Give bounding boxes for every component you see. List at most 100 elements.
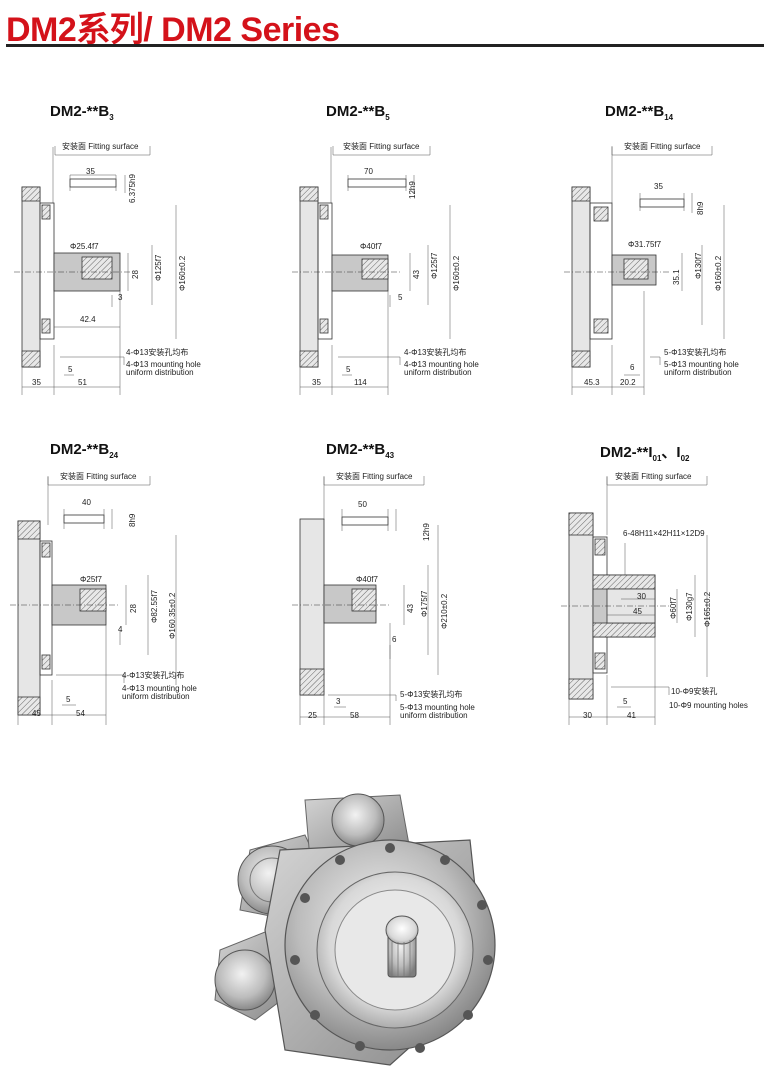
dim-overall: 41	[627, 711, 636, 720]
dim-bolt-circle: Φ160±0.2	[452, 255, 461, 291]
drawing-title: DM2-**B14	[605, 103, 674, 122]
dim-key-length: 70	[364, 167, 373, 176]
dim-step: 5	[346, 365, 351, 374]
uniform-distribution-en: uniform distribution	[126, 368, 194, 377]
dim-pilot-dia: Φ175f7	[420, 590, 429, 617]
dim-pilot-dia: Φ125f7	[430, 252, 439, 279]
dim-bore-dia: Φ60f7	[669, 597, 678, 619]
dim-shaft-dia: Φ25.4f7	[70, 242, 99, 251]
dim-chamfer: 4	[118, 625, 123, 634]
dim-flange-thickness: 35	[312, 378, 321, 387]
drawing-b14-svg	[564, 146, 725, 395]
dim-key-width: 12h9	[422, 523, 431, 541]
mounting-hole-cn: 10-Φ9安装孔	[671, 687, 718, 696]
dim-step: 6	[630, 363, 635, 372]
drawing-b14: DM2-**B14 安装面 Fitting surface 35 8h9 Φ31…	[550, 95, 778, 395]
uniform-distribution-en: uniform distribution	[400, 711, 468, 720]
dim-overall: 51	[78, 378, 87, 387]
drawing-title: DM2-**B43	[326, 441, 395, 460]
dim-shaft-dia: Φ31.75f7	[628, 240, 662, 249]
dim-shaft-dia: Φ25f7	[80, 575, 102, 584]
dim-key-width: 6.375h9	[128, 174, 137, 203]
dim-flange-thickness: 45	[32, 709, 41, 718]
dim-shaft-dia: Φ40f7	[360, 242, 382, 251]
fitting-surface-label: 安装面 Fitting surface	[62, 142, 139, 151]
drawing-b43-svg	[292, 476, 439, 725]
dim-spline-depth: 30	[637, 592, 646, 601]
dim-flange-thickness: 30	[583, 711, 592, 720]
dim-key-width: 8h9	[128, 513, 137, 527]
mounting-hole-en: 4-Φ13 mounting hole	[126, 360, 201, 369]
dim-chamfer: 3	[118, 293, 123, 302]
dim-pilot-dia: Φ125f7	[154, 254, 163, 281]
fitting-surface-label: 安装面 Fitting surface	[615, 472, 692, 481]
mounting-hole-cn: 4-Φ13安装孔均布	[122, 671, 185, 680]
mounting-hole-en: 5-Φ13 mounting hole	[400, 703, 475, 712]
dim-key-height: 43	[412, 270, 421, 279]
drawing-title: DM2-**B5	[326, 103, 390, 122]
dim-flange-thickness: 25	[308, 711, 317, 720]
drawing-title: DM2-**I01、I02	[600, 444, 690, 463]
dim-shaft-length: 42.4	[80, 315, 96, 324]
dim-bolt-circle: Φ160.35±0.2	[168, 592, 177, 639]
dim-flange-thickness: 45.3	[584, 378, 600, 387]
hydraulic-motor-illustration	[214, 793, 496, 1066]
fitting-surface-label: 安装面 Fitting surface	[60, 472, 137, 481]
dim-key-height: 35.1	[672, 269, 681, 285]
dim-step: 5	[68, 365, 73, 374]
drawing-b24: DM2-**B24 安装面 Fitting surface 40 8h9 Φ25…	[0, 425, 250, 725]
title-rule	[6, 44, 764, 47]
page-title: DM2系列/ DM2 Series	[6, 11, 340, 49]
dim-chamfer: 6	[392, 635, 397, 644]
dim-overall: 54	[76, 709, 85, 718]
dim-step: 5	[66, 695, 71, 704]
dim-pilot-dia: Φ130g7	[685, 592, 694, 621]
dim-step: 3	[336, 697, 341, 706]
mounting-hole-cn: 5-Φ13安装孔均布	[664, 348, 727, 357]
dim-key-width: 12h9	[408, 181, 417, 199]
dim-step: 5	[623, 697, 628, 706]
spline-spec: 6-48H11×42H11×12D9	[623, 529, 705, 538]
dim-shaft-dia: Φ40f7	[356, 575, 378, 584]
drawing-b5-svg	[292, 146, 451, 395]
mounting-hole-en: 4-Φ13 mounting hole	[404, 360, 479, 369]
drawing-i01-i02: DM2-**I01、I02 安装面 Fitting surface 6-48H1…	[545, 425, 778, 725]
drawing-b3: DM2-**B3 安装面 Fitting surface 35	[0, 95, 250, 395]
drawing-b3-svg	[14, 146, 177, 395]
dim-pilot-dia: Φ130f7	[694, 252, 703, 279]
dim-pilot-dia: Φ82.55f7	[150, 589, 159, 623]
motor-photo	[210, 780, 500, 1070]
uniform-distribution-en: uniform distribution	[664, 368, 732, 377]
drawing-b24-svg	[10, 476, 177, 725]
dim-overall: 58	[350, 711, 359, 720]
dim-flange-thickness: 35	[32, 378, 41, 387]
dim-bolt-circle: Φ160±0.2	[714, 255, 723, 291]
dim-bolt-circle: Φ210±0.2	[440, 593, 449, 629]
dim-key-length: 50	[358, 500, 367, 509]
dim-key-height: 28	[129, 604, 138, 613]
dim-overall: 114	[354, 378, 367, 387]
fitting-surface-label: 安装面 Fitting surface	[336, 472, 413, 481]
dim-key-length: 35	[86, 167, 95, 176]
drawing-i01-svg	[561, 476, 708, 725]
dim-overall: 20.2	[620, 378, 636, 387]
dim-bore-depth: 45	[633, 607, 642, 616]
dim-bolt-circle: Φ160±0.2	[178, 255, 187, 291]
mounting-hole-en: 4-Φ13 mounting hole	[122, 684, 197, 693]
dim-key-height: 43	[406, 604, 415, 613]
drawing-b43: DM2-**B43 安装面 Fitting surface 50 12h9 Φ4…	[278, 425, 528, 725]
mounting-hole-cn: 5-Φ13安装孔均布	[400, 690, 463, 699]
mounting-hole-cn: 4-Φ13安装孔均布	[404, 348, 467, 357]
dim-chamfer: 5	[398, 293, 403, 302]
dim-bolt-circle: Φ165±0.2	[703, 591, 712, 627]
fitting-surface-label: 安装面 Fitting surface	[343, 142, 420, 151]
dim-key-width: 8h9	[696, 201, 705, 215]
uniform-distribution-en: uniform distribution	[404, 368, 472, 377]
drawing-title: DM2-**B24	[50, 441, 119, 460]
drawing-b5: DM2-**B5 安装面 Fitting surface 70 12h9 Φ40…	[278, 95, 528, 395]
uniform-distribution-en: uniform distribution	[122, 692, 190, 701]
mounting-hole-en: 5-Φ13 mounting hole	[664, 360, 739, 369]
fitting-surface-label: 安装面 Fitting surface	[624, 142, 701, 151]
drawing-title: DM2-**B3	[50, 103, 114, 122]
dim-key-height: 28	[131, 270, 140, 279]
